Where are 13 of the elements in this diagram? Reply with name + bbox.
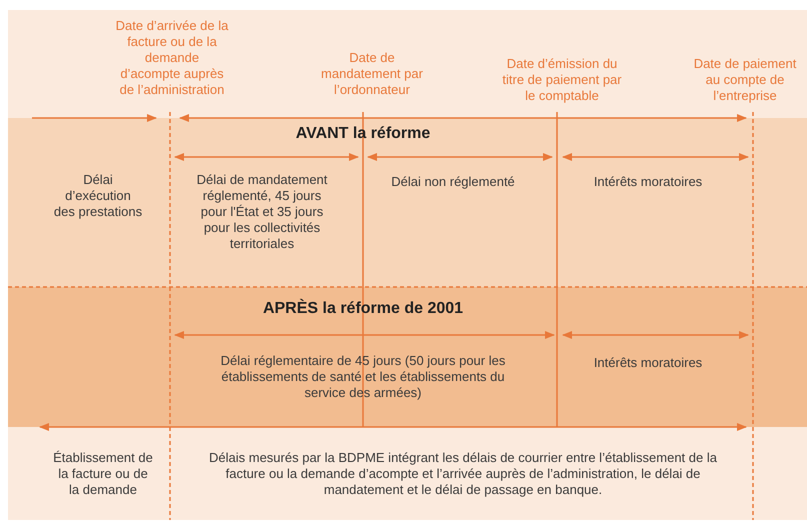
period-text: Délai non réglementé xyxy=(390,174,516,190)
period-text: Intérêts moratoires xyxy=(592,174,704,190)
date-label: Date de paiement au compte de l’entreprise xyxy=(692,56,798,104)
date-label: Date d’émission du titre de paiement par le comptable xyxy=(501,56,623,104)
date-label: Date d’arrivée de la facture ou de la demande d’acompte auprès de l’administration xyxy=(114,18,230,98)
period-text: Intérêts moratoires xyxy=(592,355,704,371)
date-label: Date de mandatement par l’ordonnateur xyxy=(320,50,424,98)
section-heading: APRÈS la réforme de 2001 xyxy=(262,299,464,319)
note-text: Délais mesurés par la BDPME intégrant les délais de courrier entre l’établissement de la facture ou la demande d’acompte et l’arrivée auprès de l’administration, le délai de mandatement et le délai de passage en banque. xyxy=(208,450,718,498)
note-text: Établissement de la facture ou de la demande xyxy=(53,450,153,498)
period-text: Délai réglementaire de 45 jours (50 jours pour les établissements de santé et les établissements du service des armées) xyxy=(220,353,506,401)
period-text: Délai de mandatement réglementé, 45 jours pour l'État et 35 jours pour les collectivités territoriales xyxy=(196,172,328,252)
period-text: Délai d’exécution des prestations xyxy=(53,172,143,220)
